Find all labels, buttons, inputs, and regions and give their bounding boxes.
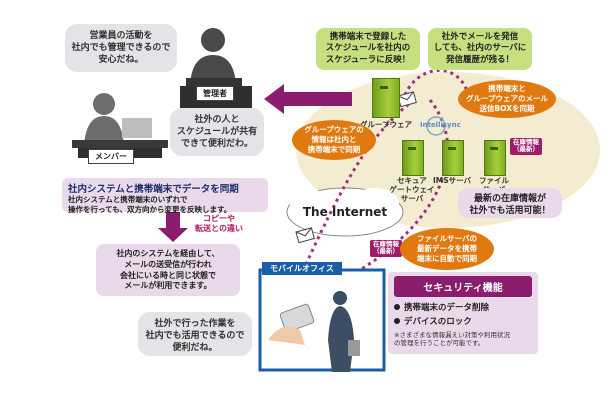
- security-item-label: デバイスのロック: [404, 317, 472, 327]
- security-item-label: 携帯端末のデータ削除: [404, 303, 490, 313]
- security-item: デバイスのロック: [394, 315, 532, 327]
- member-label: メンバー: [88, 149, 134, 164]
- groupware-label: グループウェア: [359, 120, 413, 129]
- mobile-quote-bubble: 社外で行った作業を 社内でも活用できるので 便利だね。: [138, 312, 252, 356]
- envelope-icon-2: [295, 227, 315, 244]
- mobile-office-frame: [258, 268, 386, 372]
- bullet-icon: [394, 304, 400, 310]
- groupware-server: [372, 78, 400, 118]
- ims-server: [442, 140, 464, 176]
- secure-gateway-label: セキュア ゲートウェイ サーバ: [389, 176, 435, 203]
- sync-info-box: 社内システムと携帯端末でデータを同期 社内システムと携帯端末のいずれで 操作を行…: [62, 178, 268, 214]
- file-server: [484, 140, 506, 176]
- latest-stock-bubble: 最新の在庫情報が 社外でも活用可能！: [458, 188, 562, 218]
- internet-label: The Internet: [302, 205, 388, 219]
- mail-history-bubble: 社外でメールを発信 しても、社内のサーバに 発信履歴が残る！: [428, 28, 532, 70]
- security-title: セキュリティ機能: [394, 276, 532, 297]
- secure-gateway-server: [402, 140, 424, 176]
- bullet-icon: [394, 318, 400, 324]
- security-note: ※さまざまな情報漏えい対策や利用状況 の管理を行うことが可能です。: [394, 331, 510, 348]
- manager-quote-bubble: 営業員の活動を 社内でも管理できるので 安心だね。: [65, 24, 177, 72]
- file-server-sync-oval: ファイルサーバの 最新データを携帯 端末に自動で同期: [400, 228, 494, 270]
- internet-cloud: [286, 187, 404, 237]
- groupware-sync-oval: グループウェアの 情報は社内と 携帯端末で同期: [292, 120, 376, 160]
- businessman-figure: [328, 291, 360, 372]
- mail-box-sync-oval: 携帯端末と グループウェアのメール 送信BOXを同期: [458, 80, 556, 118]
- mobile-office-tab: モバイルオフィス: [262, 262, 342, 275]
- intellisync-label: Intellisync: [420, 121, 461, 129]
- mail-info-body: 社内のシステムを経由して、 メールの送受信が行われ 会社にいる時と同じ状態で メ…: [116, 249, 220, 291]
- copy-difference-label: コピーや 転送との違い: [195, 214, 243, 233]
- security-panel: セキュリティ機能 携帯端末のデータ削除 デバイスのロック ※さまざまな情報漏えい…: [388, 272, 538, 354]
- arrow-to-people: [264, 84, 352, 114]
- schedule-reflect-bubble: 携帯端末で登録した スケジュールを社内の スケジューラに反映！: [316, 28, 420, 70]
- intellisync-logo: [426, 116, 446, 136]
- ims-server-label: IMSサーバ: [432, 176, 472, 185]
- manager-label: 管理者: [196, 86, 234, 101]
- security-item: 携帯端末のデータ削除: [394, 301, 532, 313]
- sync-info-title: 社内システムと携帯端末でデータを同期: [68, 184, 239, 195]
- mail-info-box: 社内のシステムを経由して、 メールの送受信が行われ 会社にいる時と同じ状態で メ…: [96, 244, 240, 296]
- stock-info-badge-office: 在庫情報 （最新）: [510, 138, 542, 155]
- stock-info-badge-mobile: 在庫情報 （最新）: [370, 240, 402, 257]
- member-quote-bubble: 社外の人と スケジュールが共有 できて便利だわ。: [170, 108, 264, 156]
- hand-device-figure: [268, 303, 315, 345]
- down-arrow: [158, 212, 188, 242]
- sync-info-body: 社内システムと携帯端末のいずれで 操作を行っても、双方向から変更を反映します。: [68, 195, 232, 214]
